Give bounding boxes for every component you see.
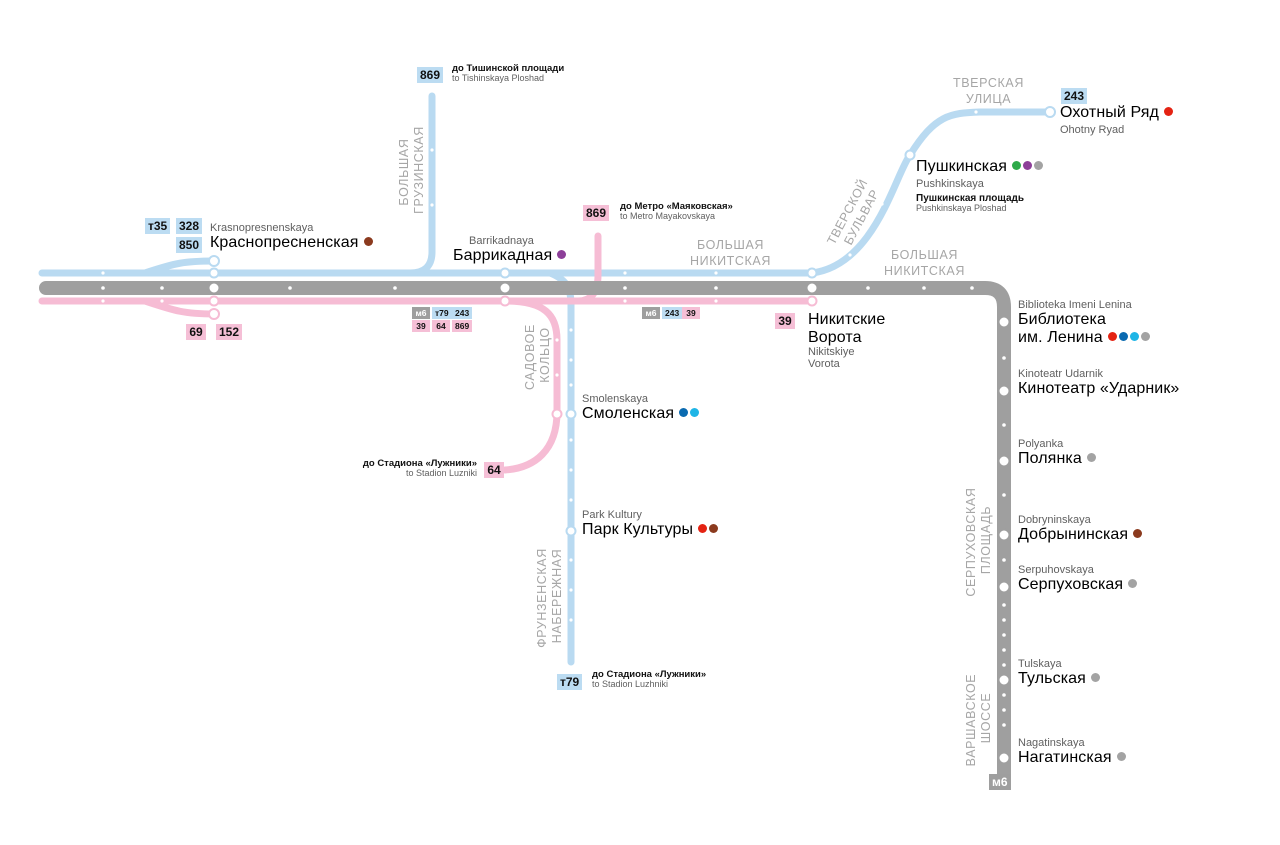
route-badge-69[interactable]: 69: [186, 324, 206, 340]
metro-interchange-icon: [557, 250, 567, 260]
route-badge-39[interactable]: 39: [775, 313, 795, 329]
metro-interchange-icon: [1163, 107, 1173, 117]
stop-barrikadnaya-trunk: [498, 281, 512, 295]
street-serpukhovskaya-ploshad: СЕРПУХОВСКАЯ ПЛОЩАДЬ: [964, 483, 993, 596]
stop-barrikadnaya-trolley: [499, 267, 511, 279]
route-chip-243[interactable]: 243: [452, 307, 473, 319]
stop-krasnopresnenskaya-main: [208, 267, 220, 279]
metro-interchange-icon: [1086, 453, 1096, 463]
route-badge-869-top[interactable]: 869: [417, 67, 444, 83]
stop-krasnopresnenskaya-trolley: [208, 255, 220, 267]
metro-interchange-icon: [1118, 331, 1128, 341]
route-chip-39[interactable]: 39: [412, 320, 430, 332]
stop-nikitskie-trunk: [805, 281, 819, 295]
station-kinoteatr[interactable]: Kinoteatr Udarnik Кинотеатр «Ударник»: [1018, 368, 1180, 398]
route-badge-64[interactable]: 64: [484, 462, 504, 478]
metro-interchange-icon: [1140, 331, 1150, 341]
route-chip-243-nikitskie[interactable]: 243: [662, 307, 683, 319]
trolley-gruzinskaya-line: [406, 92, 436, 277]
route-chip-869[interactable]: 869: [452, 320, 473, 332]
metro-interchange-icon: [1034, 161, 1044, 171]
metro-interchange-icon: [709, 524, 719, 534]
station-tulskaya[interactable]: Tulskaya Тульская: [1018, 658, 1100, 688]
metro-interchange-icon: [1107, 331, 1117, 341]
stop-pushkinskaya: [904, 149, 916, 161]
route-badge-t79[interactable]: т79: [557, 674, 583, 690]
destination-luzhniki-trolley: до Стадиона «Лужники» to Stadion Luzhnik…: [592, 669, 707, 690]
station-krasnopresnenskaya[interactable]: Krasnopresnenskaya Краснопресненская: [210, 222, 373, 252]
stop-park-kultury: [565, 525, 577, 537]
stop-kinoteatr: [997, 384, 1011, 398]
stop-krasnopresnenskaya-bus-main: [208, 295, 220, 307]
stop-krasnopresnenskaya-bus: [208, 308, 220, 320]
metro-interchange-icon: [1023, 161, 1033, 171]
street-bolshaya-nikitskaya-1: БОЛЬШАЯ НИКИТСКАЯ: [690, 238, 771, 268]
route-chip-t79[interactable]: т79: [432, 307, 452, 319]
metro-interchange-icon: [1128, 579, 1138, 589]
stop-tulskaya: [997, 673, 1011, 687]
trunk-line: [39, 281, 1011, 787]
route-chip-64[interactable]: 64: [432, 320, 450, 332]
metro-interchange-icon: [698, 524, 708, 534]
destination-luzhniki-bus: до Стадиона «Лужники» to Stadion Luzniki: [362, 458, 477, 479]
station-nikitskie-vorota[interactable]: Никитские Ворота Nikitskiye Vorota: [808, 311, 886, 371]
stop-okhotny-ryad: [1044, 106, 1056, 118]
station-smolenskaya[interactable]: Smolenskaya Смоленская: [582, 393, 700, 423]
route-badge-152[interactable]: 152: [216, 324, 243, 340]
metro-interchange-icon: [1129, 331, 1139, 341]
street-bolshaya-nikitskaya-2: БОЛЬШАЯ НИКИТСКАЯ: [884, 248, 965, 278]
station-pushkinskaya[interactable]: Пушкинская Pushkinskaya Пушкинская площа…: [916, 158, 1044, 214]
trolley-krasnopresnenskaya-branch: [141, 257, 218, 277]
station-nagatinskaya[interactable]: Nagatinskaya Нагатинская: [1018, 737, 1126, 767]
route-badge-m6-end[interactable]: м6: [989, 774, 1011, 790]
route-chip-m6-nikitskie[interactable]: м6: [642, 307, 660, 319]
route-badge-850[interactable]: 850: [176, 237, 203, 253]
street-sadovoe-koltso: САДОВОЕ КОЛЬЦО: [523, 320, 552, 390]
street-frunzenskaya: ФРУНЗЕНСКАЯ НАБЕРЕЖНАЯ: [535, 544, 564, 648]
route-badge-243[interactable]: 243: [1061, 88, 1088, 104]
street-varshavskoe: ВАРШАВСКОЕ ШОССЕ: [964, 670, 993, 767]
metro-interchange-icon: [690, 408, 700, 418]
metro-interchange-icon: [679, 408, 689, 418]
destination-tishinskaya: до Тишинской площади to Tishinskaya Plos…: [452, 63, 565, 84]
bus-krasnopresnenskaya-branch: [141, 297, 218, 318]
metro-interchange-icon: [1133, 529, 1143, 539]
station-polyanka[interactable]: Polyanka Полянка: [1018, 438, 1096, 468]
stop-serpukhovskaya: [997, 580, 1011, 594]
street-tverskaya: ТВЕРСКАЯ УЛИЦА: [953, 76, 1024, 106]
route-badge-328[interactable]: 328: [176, 218, 203, 234]
station-serpukhovskaya[interactable]: Serpuhovskaya Серпуховская: [1018, 564, 1138, 594]
stop-nikitskie-trolley: [806, 267, 818, 279]
stop-biblioteka: [997, 315, 1011, 329]
station-barrikadnaya[interactable]: Barrikadnaya Баррикадная: [453, 235, 567, 265]
stop-dobryninskaya: [997, 528, 1011, 542]
stop-krasnopresnenskaya-trunk: [207, 281, 221, 295]
metro-interchange-icon: [1090, 673, 1100, 683]
station-park-kultury[interactable]: Park Kultury Парк Культуры: [582, 509, 719, 539]
station-biblioteka[interactable]: Biblioteka Imeni Lenina Библиотека им. Л…: [1018, 299, 1150, 346]
stop-nikitskie-bus: [806, 295, 818, 307]
street-bolshaya-gruzinskaya: БОЛЬШАЯ ГРУЗИНСКАЯ: [397, 126, 426, 214]
station-dobryninskaya[interactable]: Dobryninskaya Добрынинская: [1018, 514, 1143, 544]
street-tverskoy-bulvar: ТВЕРСКОЙ БУЛЬВАР: [824, 173, 886, 254]
route-badge-869-pink[interactable]: 869: [583, 205, 610, 221]
metro-interchange-icon: [1116, 752, 1126, 762]
line-dots: [101, 110, 1006, 727]
route-chip-39-nikitskie[interactable]: 39: [682, 307, 700, 319]
station-okhotny-ryad[interactable]: Охотный Ряд Ohotny Ryad: [1060, 104, 1173, 136]
route-chip-m6[interactable]: м6: [412, 307, 430, 319]
stop-smolenskaya-bus: [551, 408, 563, 420]
metro-interchange-icon: [363, 237, 373, 247]
destination-mayakovskaya: до Метро «Маяковская» to Metro Mayakovsk…: [620, 201, 733, 222]
stop-polyanka: [997, 454, 1011, 468]
route-badge-t35[interactable]: т35: [145, 218, 171, 234]
stop-smolenskaya-trolley: [565, 408, 577, 420]
metro-interchange-icon: [1012, 161, 1022, 171]
stop-nagatinskaya: [997, 751, 1011, 765]
stop-barrikadnaya-bus: [499, 295, 511, 307]
